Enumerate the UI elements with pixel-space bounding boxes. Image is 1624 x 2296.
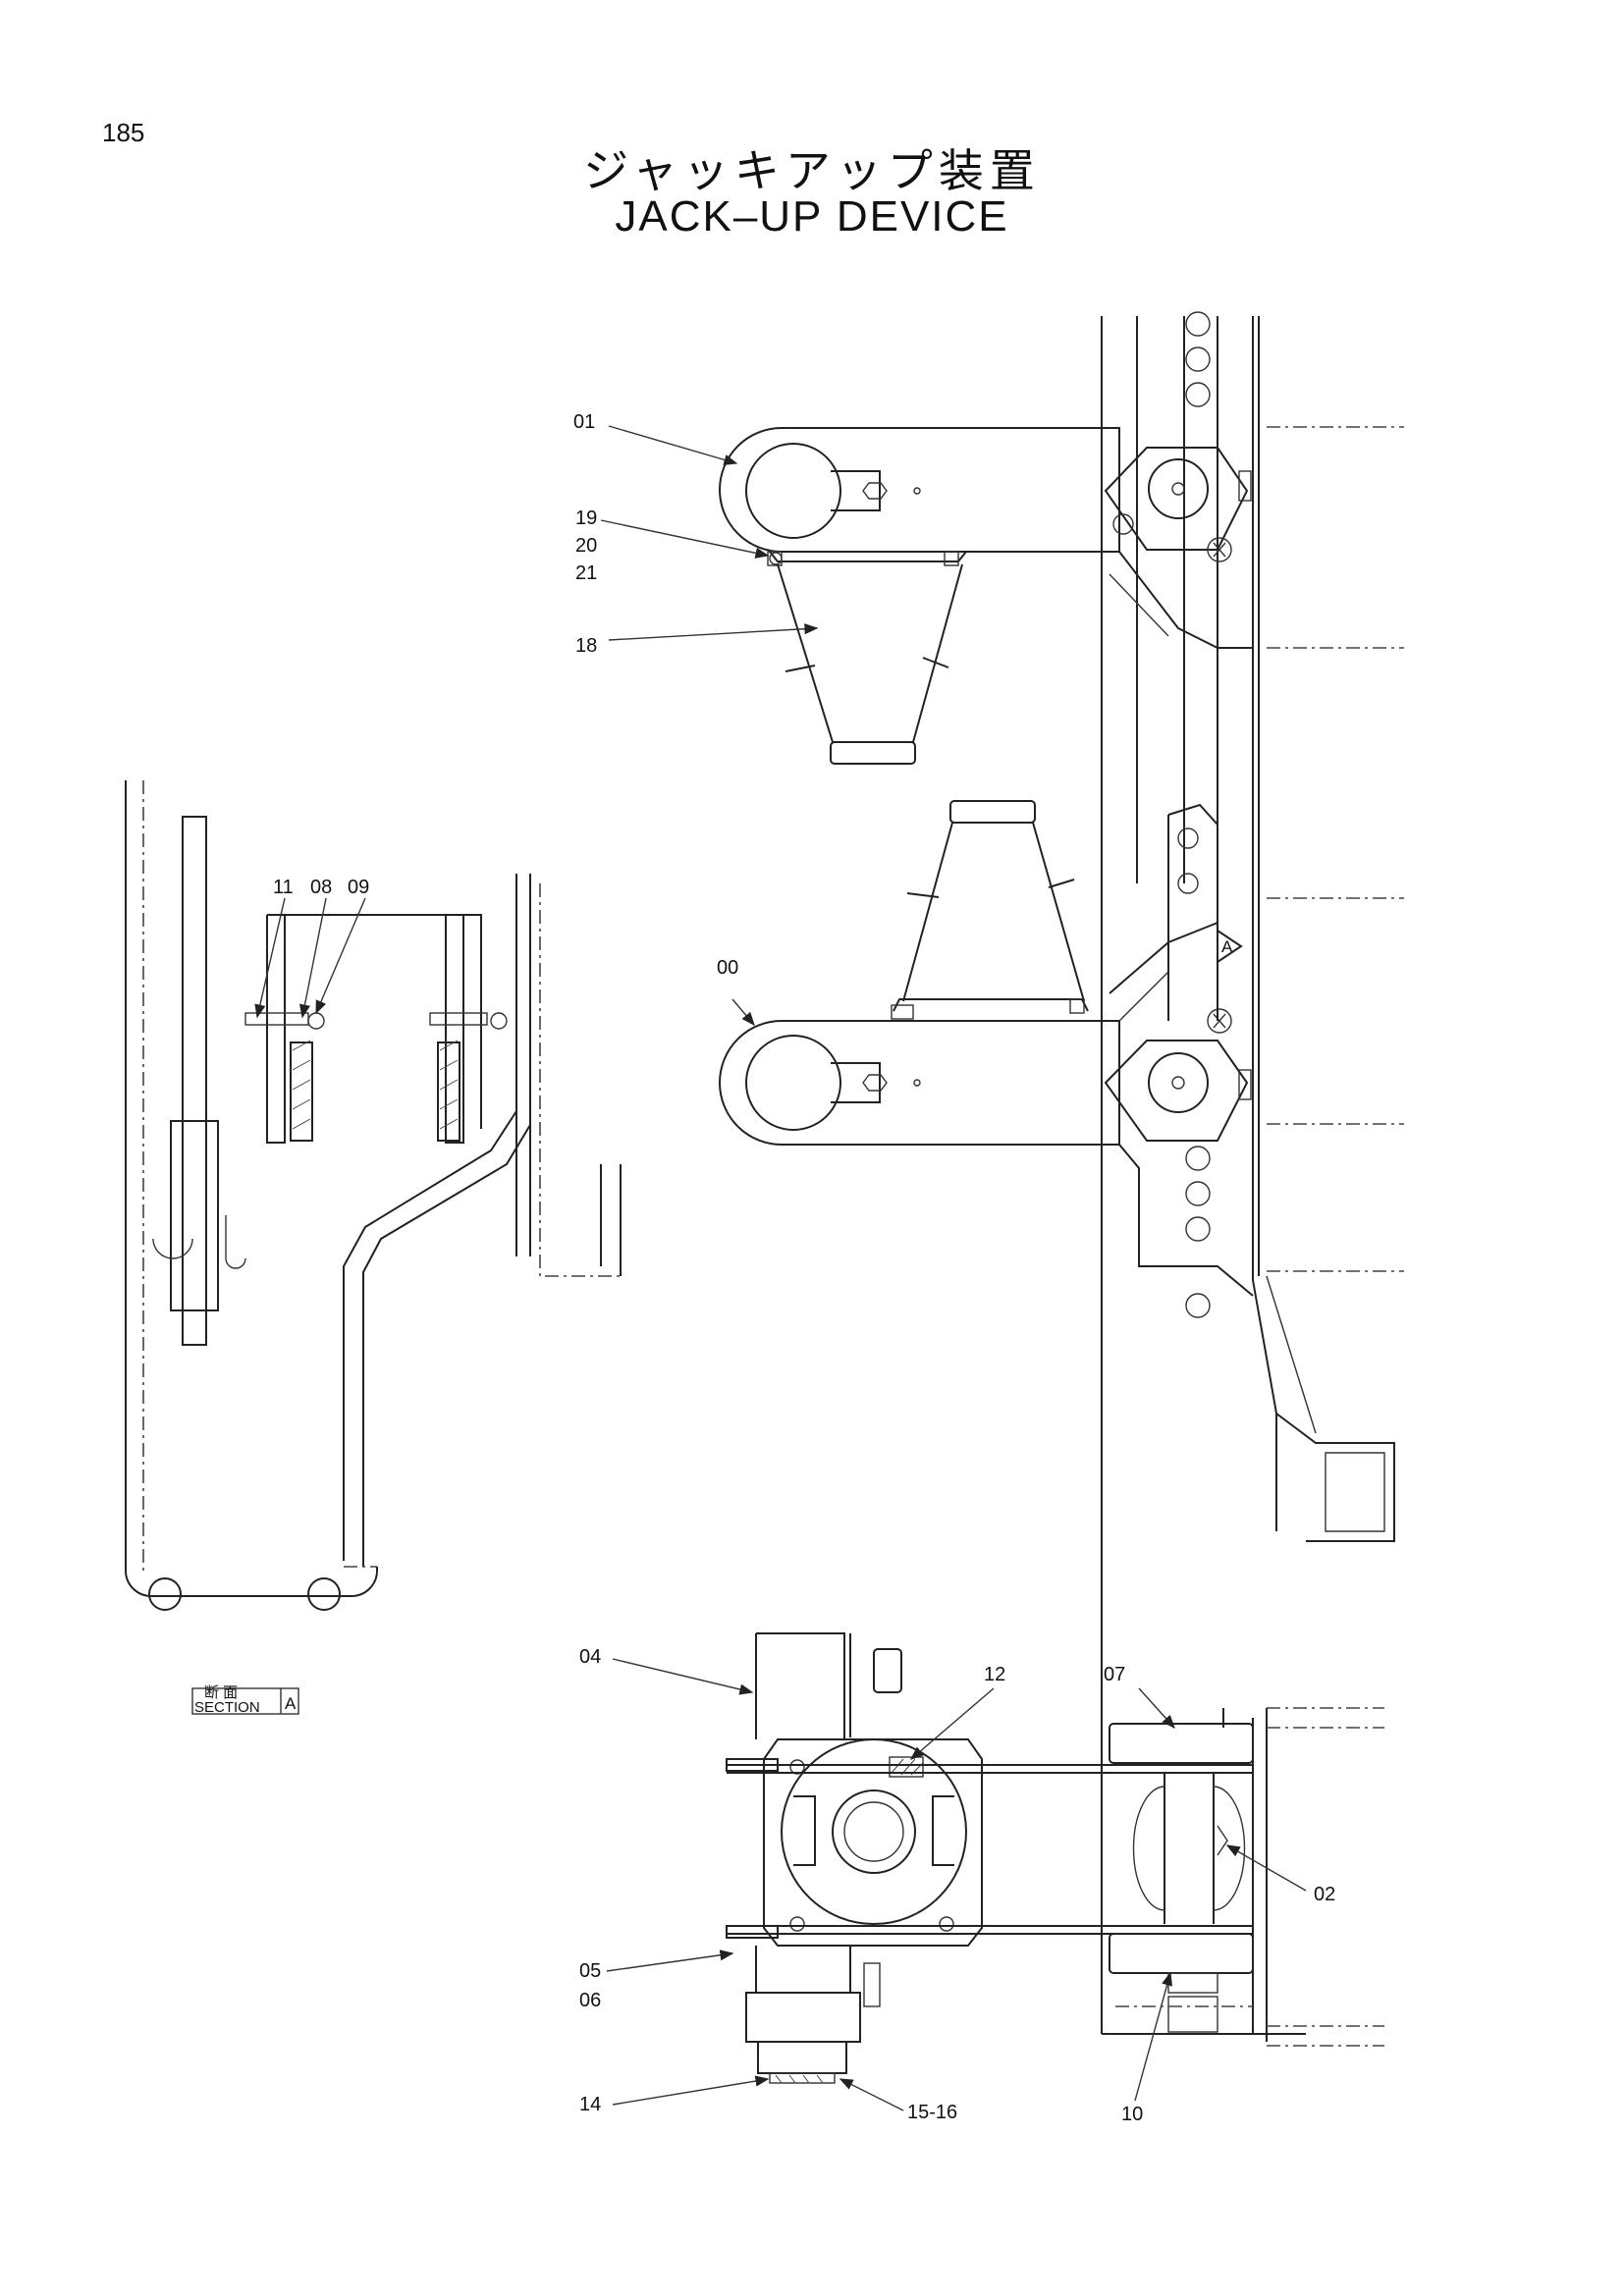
leader-lines [254,425,1307,2111]
callout-14: 14 [579,2094,601,2115]
page-number: 185 [102,118,145,147]
callout-08: 08 [310,877,332,898]
callout-21: 21 [575,562,597,584]
callout-11: 11 [273,877,294,898]
callout-00: 00 [717,957,738,979]
callout-06: 06 [579,1990,601,2011]
callout-18: 18 [575,635,597,657]
callout-02: 02 [1314,1884,1335,1905]
lower-jack-arm [719,800,1254,1297]
view-marker-a: A [1217,929,1243,964]
title-english: JACK–UP DEVICE [615,192,1009,240]
callout-07: 07 [1104,1664,1125,1685]
callout-20: 20 [575,535,597,557]
callout-15-16: 15-16 [907,2102,957,2123]
view-marker-letter: A [1221,937,1233,956]
section-a-view [125,780,622,1611]
upper-jack-arm [719,427,1253,765]
section-label-text: SECTION [194,1699,260,1716]
section-label-kanji: 断 面 [204,1684,238,1701]
title-japanese: ジャッキアップ装置 [583,144,1041,197]
callout-12: 12 [984,1664,1005,1685]
callout-04: 04 [579,1646,601,1668]
callout-10: 10 [1121,2104,1143,2125]
callout-09: 09 [348,877,369,898]
callout-01: 01 [573,411,595,433]
callout-05: 05 [579,1960,601,1982]
callout-19: 19 [575,507,597,529]
plan-view-assembly [726,1632,1384,2084]
section-label: 断 面 SECTION A [191,1684,299,1716]
section-label-letter: A [285,1694,297,1713]
callouts: 01 19 20 21 18 11 08 09 00 04 12 07 02 0… [273,411,1335,2125]
